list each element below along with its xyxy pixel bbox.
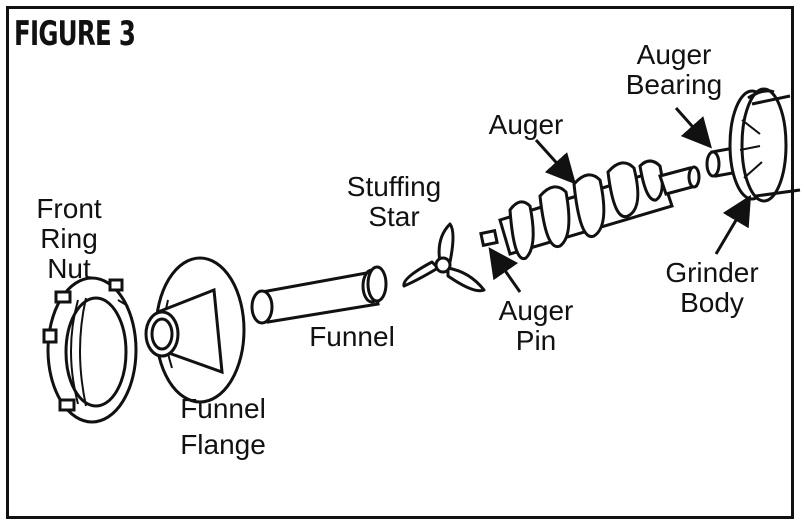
arrow-grinder-body [714, 194, 752, 255]
label-grinder-body: Grinder Body [665, 257, 759, 318]
stuffing-star-part [402, 222, 486, 293]
label-funnel: Funnel [309, 321, 395, 352]
funnel-flange-part [144, 256, 246, 404]
figure-frame [6, 6, 794, 519]
label-auger-bearing: Auger Bearing [625, 39, 723, 100]
figure-title: FIGURE 3 [14, 14, 136, 54]
grinder-body-part [728, 87, 801, 203]
arrow-auger-pin [488, 247, 522, 293]
label-funnel-flange: Funnel Flange [180, 393, 266, 460]
label-front-ring-nut: Front Ring Nut [36, 193, 102, 284]
label-stuffing-star: Stuffing Star [346, 171, 442, 232]
auger-part [479, 159, 701, 261]
leader-arrows [488, 107, 752, 293]
arrow-auger [534, 138, 577, 185]
label-auger-pin: Auger Pin [498, 295, 574, 356]
arrow-auger-bearing [674, 107, 712, 149]
front-ring-nut-part [42, 276, 138, 424]
label-auger: Auger [488, 109, 564, 140]
funnel-part [250, 265, 388, 325]
